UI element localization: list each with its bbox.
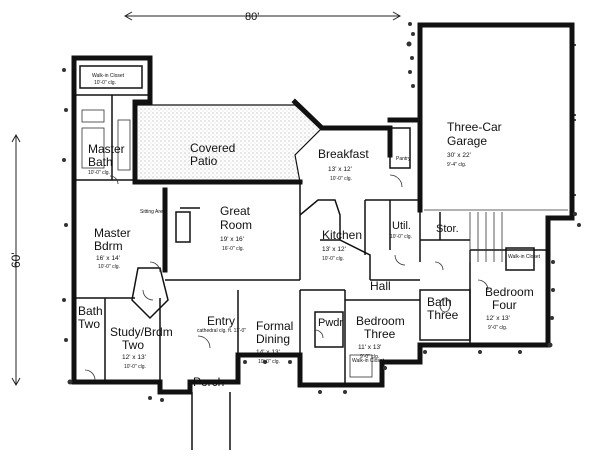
bath-two-label-line1: Bath xyxy=(78,304,103,318)
great-room-size: 19' x 16' xyxy=(220,236,244,243)
covered-patio-label-line1: Covered xyxy=(190,141,235,155)
formal-dining-ceiling: 10'-0" clg. xyxy=(258,359,280,365)
porch-label: Porch xyxy=(193,375,224,389)
master-bath-ceiling: 10'-0" clg. xyxy=(88,170,110,176)
study-label-line1: Study/Brdm xyxy=(110,325,173,339)
kitchen-size: 13' x 12' xyxy=(322,246,346,253)
bedroom-four-ceiling: 9'-0" clg. xyxy=(488,325,507,331)
master-closet-ceiling: 10'-0" clg. xyxy=(94,80,116,86)
bath-two-label-line2: Two xyxy=(78,317,100,331)
bedroom-three-label-line2: Three xyxy=(364,327,396,341)
study-ceiling: 10'-0" clg. xyxy=(124,364,146,370)
powder-label: Pwdr xyxy=(318,317,343,329)
breakfast-label: Breakfast xyxy=(318,147,369,161)
bedroom-three-label-line1: Bedroom xyxy=(356,314,405,328)
garage-size: 30' x 22' xyxy=(447,152,471,159)
kitchen-ceiling: 10'-0" clg. xyxy=(322,256,344,262)
bedroom-four-size: 12' x 13' xyxy=(486,315,510,322)
study-size: 12' x 13' xyxy=(122,354,146,361)
exterior-walls xyxy=(71,55,551,395)
formal-dining-label-line2: Dining xyxy=(256,332,290,346)
covered-patio-label-line2: Patio xyxy=(190,154,218,168)
formal-dining-size: 14' x 13' xyxy=(256,349,280,356)
bedroom-three-ceiling: 9'-0" clg. xyxy=(360,354,379,360)
breakfast-ceiling: 10'-0" clg. xyxy=(330,176,352,182)
bedroom-three-size: 11' x 13' xyxy=(358,344,381,351)
pantry-label: Pantry xyxy=(396,156,411,162)
entry-label: Entry xyxy=(207,314,235,328)
garage-label-line2: Garage xyxy=(447,134,487,148)
utility-label: Util. xyxy=(392,220,411,232)
landscaping-shrubs xyxy=(62,22,581,402)
garage-ceiling: 9'-4" clg. xyxy=(447,162,466,168)
width-dimension-line xyxy=(123,11,402,21)
storage-label: Stor. xyxy=(436,223,459,235)
bath-three-label-line2: Three xyxy=(427,308,459,322)
entry-ceiling: cathedral clg. ft. 11'-0" xyxy=(197,328,246,334)
master-bedroom-label-line1: Master xyxy=(94,226,131,240)
great-room-ceiling: 16'-0" clg. xyxy=(222,246,244,252)
bedroom-three-closet-label: Walk-in Closet xyxy=(352,358,385,364)
master-bedroom-label-line2: Bdrm xyxy=(94,239,123,253)
master-bedroom-size: 16' x 14' xyxy=(96,255,120,262)
garage-walls xyxy=(417,22,576,221)
bath-three-label-line1: Bath xyxy=(427,295,452,309)
garage-label-line1: Three-Car xyxy=(447,120,502,134)
door-swings xyxy=(84,175,489,381)
depth-dimension-line xyxy=(11,133,21,387)
utility-ceiling: 10'-0" clg. xyxy=(390,234,412,240)
bedroom-four-label-line1: Bedroom xyxy=(485,285,534,299)
master-bath-label-line2: Bath xyxy=(88,155,113,169)
breakfast-size: 13' x 12' xyxy=(328,166,352,173)
master-closet-label: Walk-in Closet xyxy=(92,73,125,79)
great-room-label-line1: Great xyxy=(220,204,251,218)
kitchen-label: Kitchen xyxy=(322,228,362,242)
great-room-label-line2: Room xyxy=(220,218,252,232)
bedroom-four-closet-label: Walk-in Closet xyxy=(508,254,541,260)
bedroom-four-label-line2: Four xyxy=(492,298,517,312)
hall-label: Hall xyxy=(370,279,391,293)
formal-dining-label-line1: Formal xyxy=(256,319,293,333)
master-bath-label-line1: Master xyxy=(88,142,125,156)
width-dimension-label: 80' xyxy=(245,11,259,23)
interior-walls xyxy=(74,65,548,450)
sitting-area-label: Sitting Area xyxy=(140,209,166,215)
master-bedroom-ceiling: 10'-0" clg. xyxy=(98,264,120,270)
study-label-line2: Two xyxy=(122,338,144,352)
depth-dimension-label: 60' xyxy=(9,252,23,268)
